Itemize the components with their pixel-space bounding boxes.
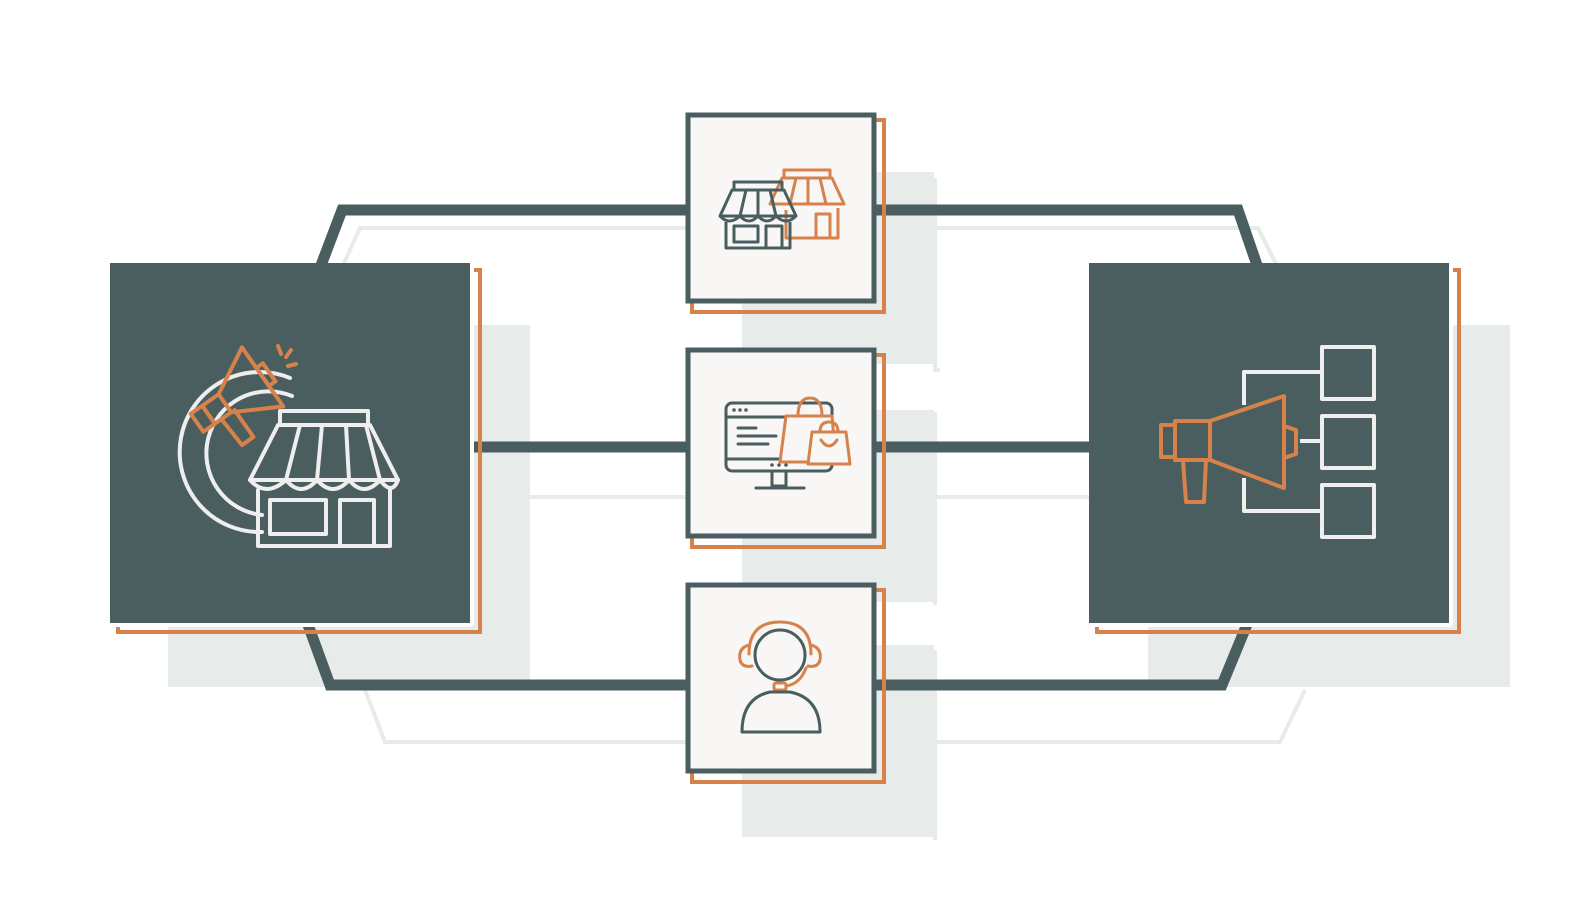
connectors [301,204,1264,691]
right-hub-box [1089,263,1449,623]
right-hub-gap-side [1449,263,1453,625]
megaphone-store-globe-icon [177,344,400,548]
monitor-button [784,463,788,467]
back-store-door [814,212,832,240]
sound-lines [276,344,298,368]
left-hub-node [110,263,482,634]
back-store-awning [768,176,846,206]
globe-arc-outer [177,370,292,535]
tree-node-bottom [1320,483,1376,539]
megaphone-mouth [1283,424,1298,460]
shadow-connector [338,178,937,273]
front-store-scallop [718,214,798,223]
computer-shopping-bags-icon [724,396,852,490]
awning-stripes [284,423,382,482]
top-channel-box [685,112,877,304]
front-store-window [732,224,760,244]
monitor-stand [770,469,788,488]
front-store-walls [724,222,792,250]
store-door [338,498,376,548]
two-stores-icon [718,168,846,250]
top-channel-node [685,112,886,314]
headset-right-ear [806,643,822,668]
megaphone-hierarchy-icon [1159,345,1376,539]
back-store-stripes [788,177,828,205]
connector-top-right [872,204,1264,270]
megaphone-grip [1181,459,1208,504]
tree-node-top [1320,345,1376,401]
store-window [268,498,328,536]
customer-support-agent-icon [738,620,822,734]
monitor-button [770,463,774,467]
front-store-stripes [738,189,778,217]
tree-branch-bottom [1242,478,1322,513]
megaphone-mouth [254,361,278,388]
store-walls [256,488,392,548]
agent-head [753,628,807,682]
small-bag-handle [818,420,840,434]
connector-bottom-right [872,619,1254,691]
awning-scallop [248,478,400,491]
back-store-walls [784,208,840,240]
monitor-dot [738,408,742,412]
headset-left-ear [738,643,754,668]
tree-branch-top [1242,370,1322,405]
monitor-dot [732,408,736,412]
front-store-door [764,224,784,250]
big-bag-handle [796,396,824,418]
megaphone-grip [219,407,256,448]
left-hub-gap [110,623,472,627]
left-hub-gap-side [470,263,474,625]
connector-left-top [314,204,690,270]
small-bag [806,430,852,466]
monitor-button [777,463,781,467]
right-hub-gap [1089,623,1451,627]
connector-left-bottom [301,620,690,691]
agent-body [740,690,822,734]
left-hub-box [110,263,470,623]
globe-arc-inner [204,389,294,517]
headset-band [747,620,813,656]
headset-mic [772,681,788,692]
shadow-connector [930,226,1282,273]
middle-channel-node [685,347,886,549]
shadow-connector [933,230,940,372]
megaphone-seam [216,392,234,415]
small-bag-smile [819,438,839,448]
headset-mic-arm [784,666,808,688]
tree-node-middle [1320,414,1376,470]
monitor-dot [744,408,748,412]
bottom-channel-box [685,582,877,774]
right-hub-node [1089,263,1461,634]
bottom-channel-node [685,582,886,784]
left-megaphone [188,345,286,448]
